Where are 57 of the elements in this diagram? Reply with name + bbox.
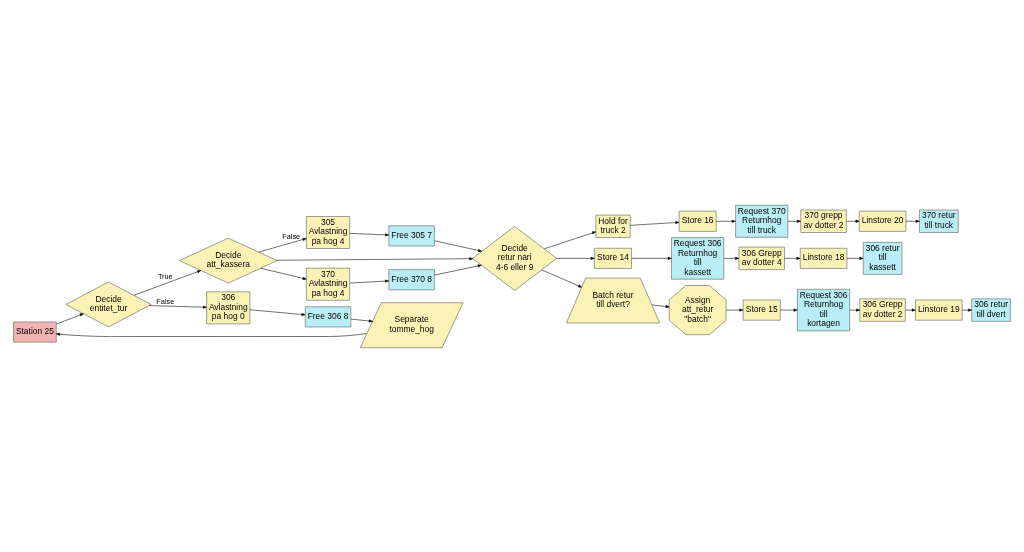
node-box: 306 retur till dvert xyxy=(971,298,1011,322)
arrow xyxy=(723,256,740,260)
node-box: Store 16 xyxy=(678,210,717,232)
node-box: 306 retur till kassett xyxy=(862,241,903,275)
arrow xyxy=(715,219,736,223)
node-box: Store 15 xyxy=(742,299,781,321)
node-box: Free 306 8 xyxy=(304,305,352,327)
arrow xyxy=(905,308,916,312)
node-diamond: Decide retur nari 4-6 eller 9 xyxy=(472,225,558,291)
arrow xyxy=(148,304,207,309)
node-box: 306 Grepp av dotter 4 xyxy=(738,246,785,270)
node-box: Request 370 Returnhog till truck xyxy=(735,204,789,238)
arrow xyxy=(349,279,390,283)
arrow xyxy=(544,231,597,249)
node-diamond: Decide att_kassera xyxy=(179,237,278,283)
arrow xyxy=(849,308,861,312)
node-box: 305 Avlastning pa hog 4 xyxy=(306,215,350,249)
arrow xyxy=(780,308,798,312)
arrow xyxy=(260,267,307,280)
arrow xyxy=(961,308,972,312)
arrow xyxy=(725,308,744,312)
node-box: Linstore 20 xyxy=(858,210,907,232)
node-box: 370 retur till truck xyxy=(919,209,959,233)
arrow xyxy=(56,313,84,324)
arrow xyxy=(276,256,474,260)
arrow xyxy=(787,219,801,223)
arrow xyxy=(846,256,864,260)
node-box: Store 14 xyxy=(594,247,632,269)
arrow xyxy=(651,304,670,308)
arrow xyxy=(133,269,202,296)
node-box: Hold for truck 2 xyxy=(595,214,631,238)
node-box: Linstore 19 xyxy=(915,299,963,321)
node-diamond: Decide entitet_tur xyxy=(65,281,152,327)
arrow xyxy=(249,309,306,316)
arrow xyxy=(631,256,672,260)
arrow xyxy=(784,256,801,260)
arrow xyxy=(556,256,595,260)
node-box: Request 306 Returnhog till kassett xyxy=(671,236,725,279)
arrow xyxy=(350,318,373,322)
node-box: 370 Avlastning pa hog 4 xyxy=(306,267,350,301)
node-box: Station 25 xyxy=(13,321,57,342)
arrow xyxy=(541,269,583,287)
node-box: 306 Avlastning pa hog 0 xyxy=(206,291,251,324)
arrow xyxy=(630,220,680,226)
node-box: 370 grepp av dotter 2 xyxy=(800,209,847,233)
arrow xyxy=(56,332,367,337)
node-box: Request 306 Returnhog till kortagen xyxy=(797,288,851,331)
arrow xyxy=(258,237,307,252)
arrow xyxy=(846,219,860,223)
node-box: Free 370 8 xyxy=(388,268,435,290)
node-box: 306 Grepp av dotter 2 xyxy=(859,298,906,322)
node-box: Free 305 7 xyxy=(388,224,435,246)
arrow xyxy=(434,240,482,252)
arrow xyxy=(349,232,390,236)
arrow xyxy=(434,264,482,275)
node-box: Linstore 18 xyxy=(799,247,848,269)
arrow xyxy=(905,219,920,223)
